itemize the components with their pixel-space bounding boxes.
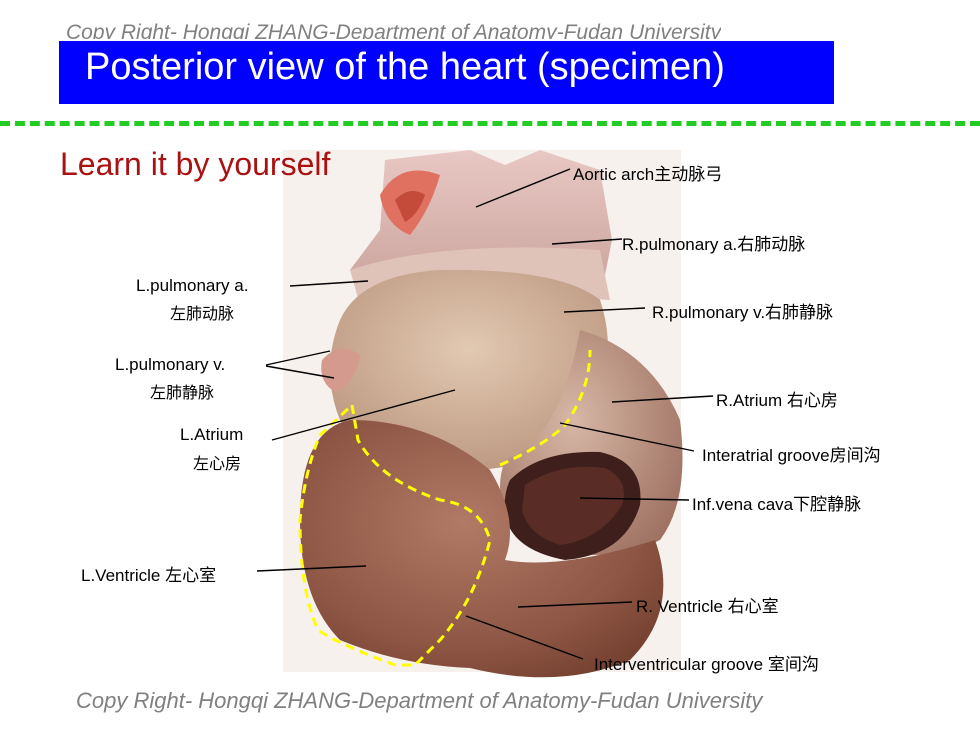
- slide-title: Posterior view of the heart (specimen): [85, 46, 725, 88]
- label-l-ventricle: L.Ventricle 左心室: [81, 566, 217, 585]
- label-aortic-arch: Aortic arch主动脉弓: [573, 165, 723, 184]
- label-r-ventricle: R. Ventricle 右心室: [636, 597, 779, 616]
- label-l-atrium: L.Atrium: [180, 425, 244, 444]
- ventricles-region: [300, 420, 664, 678]
- label-interatrial-groove: Interatrial groove房间沟: [702, 446, 881, 465]
- label-l-pulmonary-artery-cn: 左肺动脉: [170, 306, 235, 323]
- copyright-top: Copy Right- Hongqi ZHANG-Department of A…: [66, 21, 722, 39]
- label-l-pulmonary-artery: L.pulmonary a.: [136, 276, 249, 295]
- left-pulmonary-vein-stump: [321, 348, 360, 392]
- interventricular-groove-outline: [298, 403, 492, 667]
- interatrial-groove-outline: [499, 349, 592, 467]
- label-l-atrium-cn: 左心房: [193, 456, 242, 473]
- label-r-atrium: R.Atrium 右心房: [716, 391, 838, 410]
- aortic-lumen: [395, 191, 425, 222]
- label-r-pulmonary-artery: R.pulmonary a.右肺动脉: [622, 235, 806, 254]
- label-r-pulmonary-vein: R.pulmonary v.右肺静脉: [652, 303, 834, 322]
- label-l-pulmonary-vein-cn: 左肺静脉: [150, 385, 215, 402]
- left-atrium-region: [330, 269, 608, 470]
- title-banner: [59, 41, 834, 104]
- label-interventricular-groove: Interventricular groove 室间沟: [594, 655, 819, 674]
- subtitle: Learn it by yourself: [60, 146, 331, 182]
- label-l-pulmonary-vein: L.pulmonary v.: [115, 355, 226, 374]
- label-inf-vena-cava: Inf.vena cava下腔静脉: [692, 495, 862, 514]
- ivc-lumen: [522, 466, 624, 545]
- copyright-bottom: Copy Right- Hongqi ZHANG-Department of A…: [76, 688, 763, 713]
- leader-lines: [256, 168, 714, 660]
- dashed-divider: [0, 121, 980, 126]
